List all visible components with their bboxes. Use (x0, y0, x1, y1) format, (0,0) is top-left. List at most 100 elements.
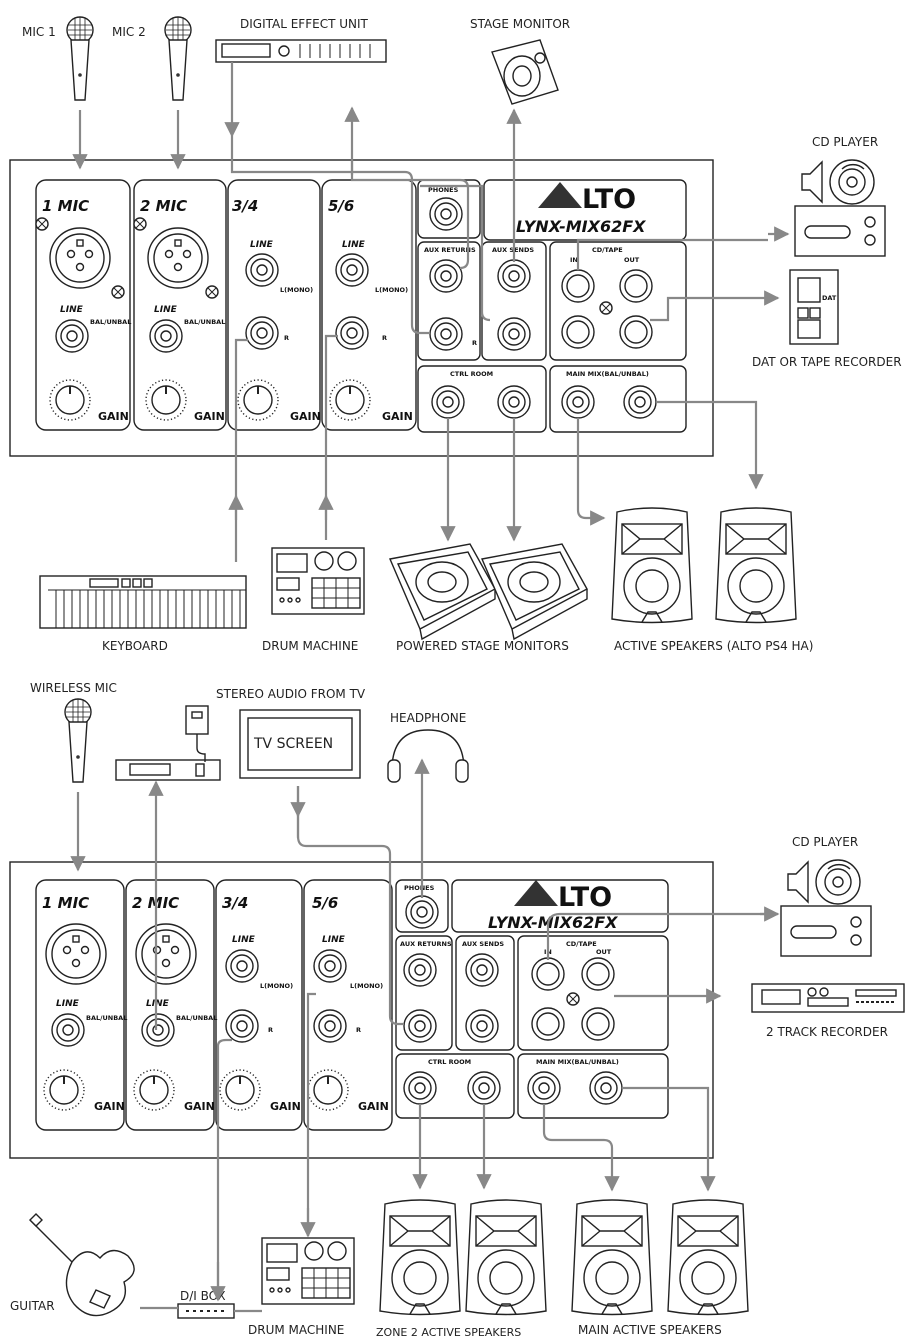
top-ch34-gain-knob[interactable] (237, 379, 279, 421)
top-aux-return-l[interactable] (429, 259, 463, 293)
bottom-model: LYNX-MIX62FX (488, 913, 618, 932)
top-ch56-l-jack[interactable] (335, 253, 369, 287)
guitar (29, 1213, 135, 1317)
top-ch56-line-label: LINE (342, 240, 366, 250)
top-mic2 (164, 16, 192, 101)
bottom-aux-return-r[interactable] (403, 1009, 437, 1043)
bottom-ch56-r: R (356, 1026, 361, 1034)
top-auxret-r: R (472, 339, 477, 347)
di-box (177, 1303, 235, 1319)
bottom-cd-out: OUT (596, 948, 612, 956)
active-speaker-2 (715, 507, 797, 624)
tv-screen (239, 709, 361, 779)
bottom-ctrl-r[interactable] (467, 1071, 501, 1105)
top-ch2-line-jack[interactable] (149, 319, 183, 353)
bottom-ch34-l-jack[interactable] (225, 949, 259, 983)
top-ch56-gain: GAIN (382, 410, 413, 423)
dat-recorder: DAT (789, 269, 839, 345)
bottom-mixer-panel (9, 861, 714, 1159)
bottom-cd-label: CD PLAYER (792, 835, 858, 849)
top-ch1-xlr-jack[interactable] (49, 227, 111, 289)
top-ctrl-r[interactable] (497, 385, 531, 419)
bottom-ch1-line-label: LINE (56, 999, 80, 1009)
top-mic1-label: MIC 1 (22, 25, 56, 39)
top-ch34-label: 3/4 (232, 197, 258, 215)
bottom-ctrl-l[interactable] (403, 1071, 437, 1105)
top-ctrlroom-label: CTRL ROOM (450, 370, 493, 378)
top-ch2-gain-knob[interactable] (145, 379, 187, 421)
bottom-ch34-lmono: L(MONO) (260, 982, 293, 990)
bottom-brand: LTO (558, 882, 612, 913)
top-model: LYNX-MIX62FX (516, 217, 646, 236)
bottom-aux-return-l[interactable] (403, 953, 437, 987)
bottom-ch56-r-jack[interactable] (313, 1009, 347, 1043)
top-main-l[interactable] (561, 385, 595, 419)
top-ch56-label: 5/6 (328, 197, 354, 215)
top-ch34-l-jack[interactable] (245, 253, 279, 287)
top-ch2-line-label: LINE (154, 305, 178, 315)
top-ch34-lmono: L(MONO) (280, 286, 313, 294)
bottom-ch2-line-jack[interactable] (141, 1013, 175, 1047)
top-stage-monitor-label: STAGE MONITOR (470, 17, 570, 31)
powered-monitors-label: POWERED STAGE MONITORS (396, 639, 569, 653)
bottom-ch2-gain-knob[interactable] (133, 1069, 175, 1111)
top-ch1-gain-knob[interactable] (49, 379, 91, 421)
zone2-speaker-1 (379, 1199, 461, 1316)
bottom-ch56-lmono: L(MONO) (350, 982, 383, 990)
bottom-drum-label: DRUM MACHINE (248, 1323, 344, 1337)
stage-monitor (491, 39, 559, 105)
bottom-phones-jack[interactable] (405, 895, 439, 929)
bottom-aux-send-1[interactable] (465, 953, 499, 987)
top-aux-send-2[interactable] (497, 317, 531, 351)
digital-effect-unit (215, 39, 387, 63)
bottom-phones-label: PHONES (404, 884, 435, 892)
top-ch2-xlr-jack[interactable] (147, 227, 209, 289)
bottom-aux-send-2[interactable] (465, 1009, 499, 1043)
wireless-receiver (115, 705, 221, 781)
bottom-ch1-xlr-jack[interactable] (45, 923, 107, 985)
bottom-ch34-gain-knob[interactable] (219, 1069, 261, 1111)
bottom-ch34-gain: GAIN (270, 1100, 301, 1113)
bottom-drum-machine (261, 1237, 355, 1305)
top-phones-label: PHONES (428, 186, 459, 194)
top-brand: LTO (582, 184, 636, 215)
main-speaker-2 (667, 1199, 749, 1316)
top-ch1-balunbal: BAL/UNBAL (90, 318, 131, 326)
top-aux-return-r[interactable] (429, 317, 463, 351)
bottom-ch2-gain: GAIN (184, 1100, 215, 1113)
top-ch34-r: R (284, 334, 289, 342)
keyboard-label: KEYBOARD (102, 639, 168, 653)
top-ch56-lmono: L(MONO) (375, 286, 408, 294)
top-phones-jack[interactable] (429, 197, 463, 231)
top-ch34-line-label: LINE (250, 240, 274, 250)
bottom-main-l[interactable] (527, 1071, 561, 1105)
keyboard (39, 575, 247, 629)
bottom-ch56-gain-knob[interactable] (307, 1069, 349, 1111)
bottom-ch56-line-label: LINE (322, 935, 346, 945)
top-ch1-line-jack[interactable] (55, 319, 89, 353)
top-mic1 (66, 16, 94, 101)
top-ch56-gain-knob[interactable] (329, 379, 371, 421)
bottom-ch34-r-jack[interactable] (225, 1009, 259, 1043)
top-ch34-r-jack[interactable] (245, 316, 279, 350)
bottom-ctrlroom-label: CTRL ROOM (428, 1058, 471, 1066)
bottom-ch1-gain-knob[interactable] (43, 1069, 85, 1111)
bottom-ch56-l-jack[interactable] (313, 949, 347, 983)
top-ch56-r: R (382, 334, 387, 342)
bottom-ch1-line-jack[interactable] (51, 1013, 85, 1047)
top-aux-send-1[interactable] (497, 259, 531, 293)
headphone (387, 729, 469, 783)
top-ctrl-l[interactable] (431, 385, 465, 419)
top-ch56-r-jack[interactable] (335, 316, 369, 350)
active-speaker-1 (611, 507, 693, 624)
bottom-main-r[interactable] (589, 1071, 623, 1105)
dat-tag: DAT (822, 294, 837, 302)
top-drum-label: DRUM MACHINE (262, 639, 358, 653)
tv-screen-label: TV SCREEN (253, 736, 333, 752)
powered-monitor-1 (389, 543, 496, 640)
bottom-ch2-xlr-jack[interactable] (135, 923, 197, 985)
wireless-mic-label: WIRELESS MIC (30, 681, 117, 695)
bottom-ch34-line-label: LINE (232, 935, 256, 945)
top-main-r[interactable] (623, 385, 657, 419)
